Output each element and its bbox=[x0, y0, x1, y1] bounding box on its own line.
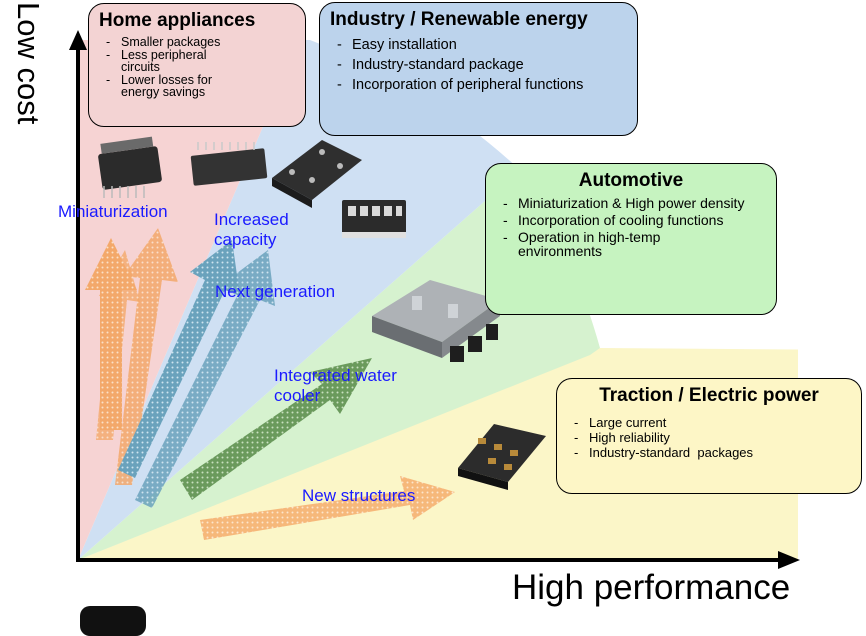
module-image-industry-2 bbox=[342, 200, 406, 238]
box-traction-electric-power: Traction / Electric power Large current … bbox=[556, 378, 862, 494]
bottom-badge bbox=[80, 606, 146, 636]
box-home-list: Smaller packages Less peripheral circuit… bbox=[99, 36, 295, 99]
trend-label-next-generation: Next generation bbox=[215, 282, 336, 301]
module-image-home-1 bbox=[98, 136, 162, 198]
trend-label-increased-capacity: Increased capacity bbox=[214, 210, 289, 249]
list-item: Large current bbox=[574, 415, 851, 430]
list-item: High reliability bbox=[574, 430, 851, 445]
box-traction-list: Large current High reliability Industry-… bbox=[567, 415, 851, 460]
list-item: Miniaturization & High power density bbox=[503, 196, 758, 210]
list-item: Lower losses for energy savings bbox=[106, 74, 241, 99]
arrow-increased-capacity bbox=[115, 228, 178, 485]
list-item: Industry-standard packages bbox=[574, 445, 851, 460]
box-industry-renewable: Industry / Renewable energy Easy install… bbox=[319, 2, 638, 136]
trend-label-integrated-water-cooler: Integrated water cooler bbox=[274, 366, 397, 405]
x-axis-arrowhead bbox=[778, 551, 800, 569]
box-automotive-title: Automotive bbox=[578, 170, 684, 191]
list-item: Incorporation of peripheral functions bbox=[337, 75, 592, 95]
trend-label-miniaturization: Miniaturization bbox=[58, 202, 168, 221]
list-item: Industry-standard package bbox=[337, 55, 627, 75]
x-axis-label: High performance bbox=[512, 568, 791, 607]
module-image-traction bbox=[458, 424, 546, 490]
list-item: Incorporation of cooling functions bbox=[503, 213, 738, 227]
box-home-title: Home appliances bbox=[99, 10, 256, 31]
arrow-miniaturization bbox=[85, 238, 140, 440]
box-home-appliances: Home appliances Smaller packages Less pe… bbox=[88, 3, 306, 127]
list-item: Smaller packages bbox=[106, 36, 295, 49]
list-item: Less peripheral circuits bbox=[106, 49, 231, 74]
y-axis-arrowhead bbox=[69, 30, 87, 50]
y-axis-label: Low cost bbox=[11, 2, 46, 125]
box-industry-list: Easy installation Industry-standard pack… bbox=[330, 35, 627, 95]
module-image-industry-1 bbox=[272, 140, 362, 208]
list-item: Operation in high-temp environments bbox=[503, 230, 738, 258]
box-automotive-list: Miniaturization & High power density Inc… bbox=[496, 196, 766, 258]
box-traction-title: Traction / Electric power bbox=[599, 385, 819, 406]
module-image-automotive bbox=[372, 280, 500, 362]
box-automotive: Automotive Miniaturization & High power … bbox=[485, 163, 777, 315]
arrow-new-structures bbox=[200, 476, 455, 540]
diagram: Low cost High performance Miniaturizatio… bbox=[0, 0, 866, 615]
diagram-canvas bbox=[69, 30, 800, 569]
arrow-integrated-water-cooler bbox=[180, 358, 372, 500]
trend-label-new-structures: New structures bbox=[302, 486, 416, 505]
list-item: Easy installation bbox=[337, 35, 627, 55]
module-image-home-2 bbox=[190, 142, 268, 186]
arrow-next-generation bbox=[118, 240, 275, 508]
box-industry-title: Industry / Renewable energy bbox=[330, 9, 588, 30]
